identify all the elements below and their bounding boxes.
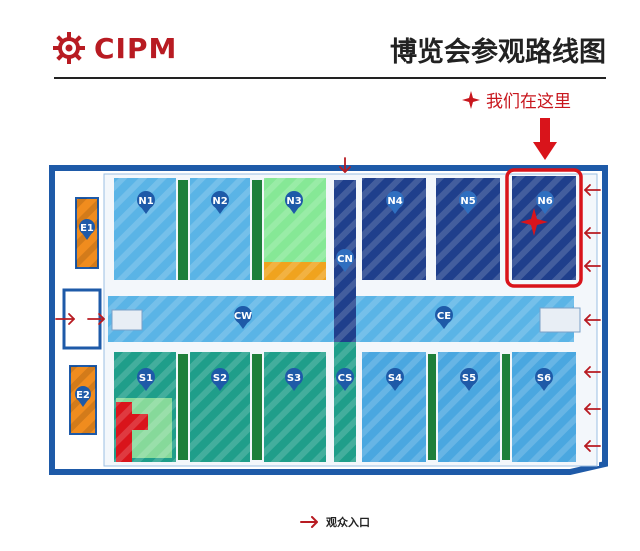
brand-logo: CIPM (52, 30, 177, 66)
label-S5: S5 (462, 373, 476, 384)
label-N1: N1 (138, 196, 153, 207)
label-CE: CE (437, 311, 451, 322)
entrance-arrows (55, 157, 601, 452)
label-N3: N3 (286, 196, 301, 207)
entrance-arrow-icon (584, 314, 601, 326)
green-strip-s1-s2 (178, 354, 188, 460)
entrance-arrow-icon (584, 227, 601, 239)
pin-S2: S2 (211, 368, 229, 391)
pin-CS: CS (336, 368, 354, 391)
entrance-legend: 观众入口 (300, 514, 370, 530)
pin-N4: N4 (386, 191, 404, 214)
page-title: 博览会参观路线图 (390, 37, 606, 68)
entrance-arrow-icon (584, 403, 601, 415)
entrance-arrow-icon (339, 157, 351, 173)
hall-S2[interactable] (190, 352, 250, 462)
corridor-east-entrance-pad (539, 307, 581, 333)
brand-name: CIPM (94, 31, 178, 65)
pin-N5: N5 (459, 191, 477, 214)
pin-S1: S1 (137, 368, 155, 391)
pin-N1: N1 (137, 191, 155, 214)
pin-S4: S4 (386, 368, 404, 391)
pin-CW: CW (234, 306, 252, 329)
entrance-arrow-icon (300, 516, 318, 528)
entrance-arrow-icon (584, 260, 601, 272)
hall-S6[interactable] (512, 352, 576, 462)
label-CW: CW (234, 311, 252, 322)
green-strip-s4-s5 (428, 354, 436, 460)
entrance-arrow-icon (584, 366, 601, 378)
label-S2: S2 (213, 373, 227, 384)
label-N6: N6 (537, 196, 552, 207)
entrance-label: 观众入口 (326, 516, 370, 529)
down-arrow-icon (533, 118, 557, 160)
you-are-here-star-icon (520, 208, 548, 236)
label-N4: N4 (387, 196, 402, 207)
pin-CN: CN (336, 249, 354, 272)
four-point-star-icon (462, 90, 480, 109)
label-E2: E2 (76, 390, 90, 401)
you-are-here-highlight (505, 168, 583, 288)
header-divider (54, 77, 606, 79)
you-are-here-label: 我们在这里 (486, 92, 571, 112)
label-E1: E1 (80, 223, 94, 234)
entrance-arrow-icon (55, 313, 75, 325)
pin-N3: N3 (285, 191, 303, 214)
entrance-arrow-icon (87, 313, 105, 325)
green-strip-n2-n3 (252, 180, 262, 280)
green-strip-s2-s3 (252, 354, 262, 460)
label-CN: CN (337, 254, 353, 265)
label-S1: S1 (139, 373, 153, 384)
label-CS: CS (338, 373, 353, 384)
label-N5: N5 (460, 196, 475, 207)
pin-E2: E2 (75, 386, 91, 407)
entrance-arrow-icon (584, 184, 601, 196)
pin-S6: S6 (535, 368, 553, 391)
corridor-CW-area[interactable] (108, 296, 336, 342)
green-strip-n1-n2 (178, 180, 188, 280)
label-N2: N2 (212, 196, 227, 207)
pin-CE: CE (435, 306, 453, 329)
pin-N2: N2 (211, 191, 229, 214)
label-S6: S6 (537, 373, 551, 384)
pin-S3: S3 (285, 368, 303, 391)
entrance-arrow-icon (584, 440, 601, 452)
green-strip-s5-s6 (502, 354, 510, 460)
pin-S5: S5 (460, 368, 478, 391)
pin-E1: E1 (79, 219, 95, 240)
pin-N6: N6 (536, 191, 554, 214)
label-S3: S3 (287, 373, 301, 384)
corridor-CE-area[interactable] (352, 296, 574, 342)
corridor-CS-area[interactable] (334, 342, 356, 462)
you-are-here-legend: 我们在这里 (462, 87, 571, 112)
label-S4: S4 (388, 373, 402, 384)
corridor-west-entrance-pad (111, 309, 143, 331)
gear-logo-icon (53, 32, 85, 64)
